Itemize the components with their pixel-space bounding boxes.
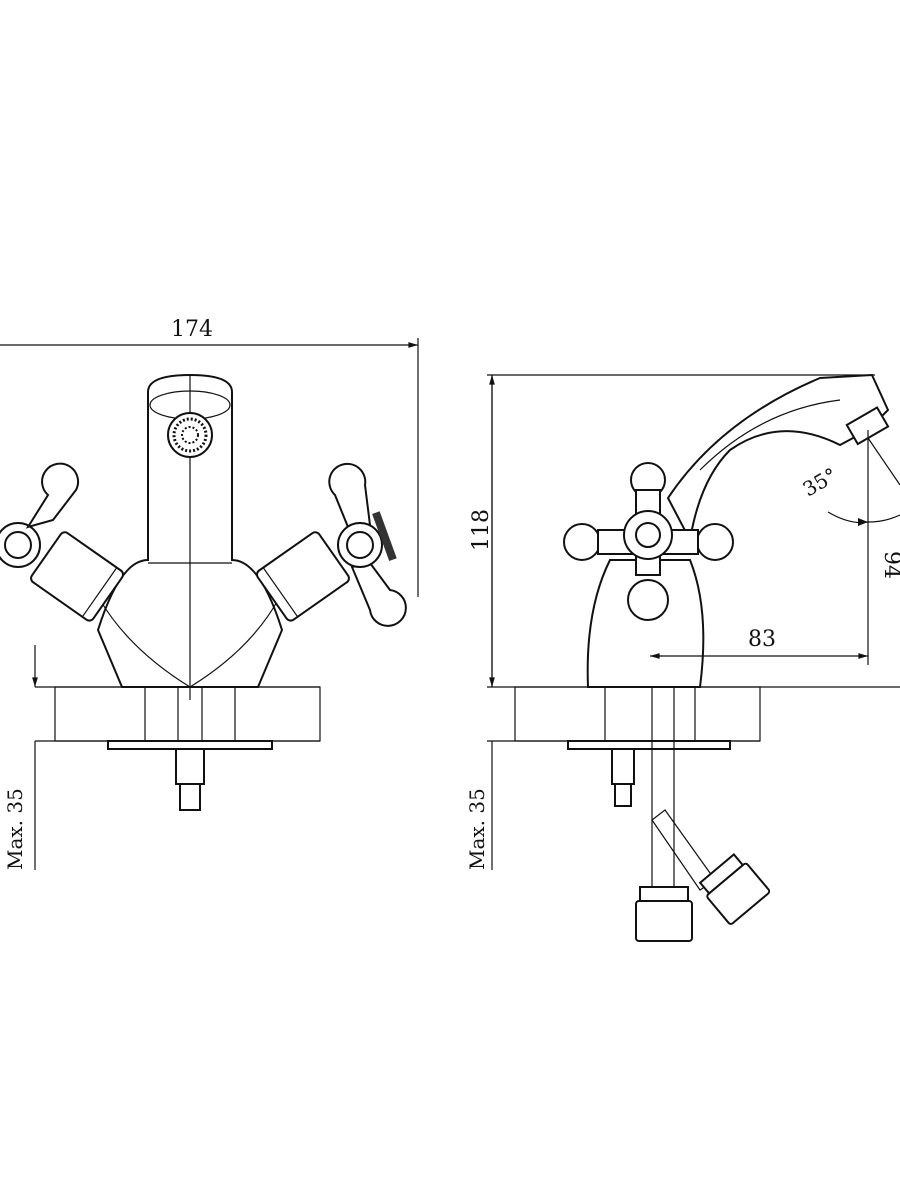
left-handle <box>0 462 79 568</box>
side-handle <box>563 462 734 621</box>
angle-label: 35° <box>799 463 842 502</box>
right-valve <box>255 531 350 622</box>
supply-hose-1 <box>651 686 675 888</box>
countertop-left-side <box>514 686 606 742</box>
height-label: 118 <box>469 509 494 551</box>
spout <box>666 373 890 544</box>
countertop-left <box>54 686 146 742</box>
right-handle <box>328 462 407 627</box>
mounting-stud <box>175 748 205 785</box>
supply-hose-2 <box>651 809 716 891</box>
side-view: 118 <box>465 373 900 942</box>
hose-nut-2 <box>706 862 771 925</box>
max-thickness-label-side: Max. 35 <box>465 788 489 870</box>
spout-height-label: 94 <box>879 551 900 579</box>
front-view: 174 <box>0 317 419 870</box>
left-valve <box>30 531 125 622</box>
countertop-right <box>234 686 321 742</box>
mounting-plate <box>107 740 273 750</box>
countertop-right-side <box>694 686 761 742</box>
reach-label: 83 <box>748 627 776 652</box>
max-thickness-label-front: Max. 35 <box>3 788 27 870</box>
hose-nut-1 <box>635 900 693 942</box>
faucet-body-side <box>586 559 705 688</box>
width-label: 174 <box>171 317 213 342</box>
